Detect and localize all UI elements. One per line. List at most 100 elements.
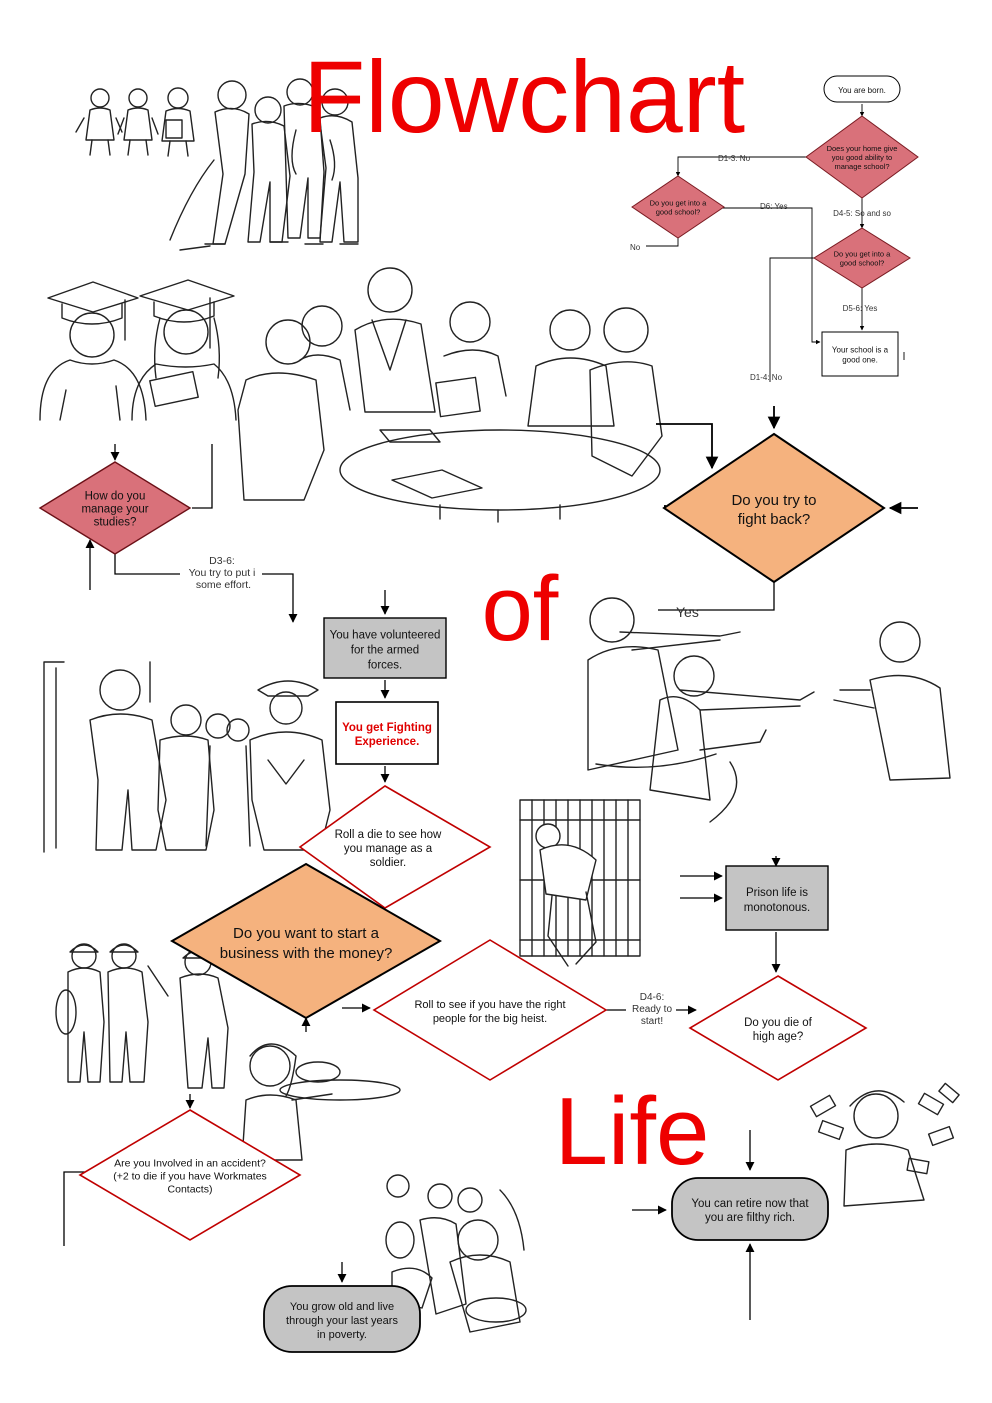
- label-line: D3-6:: [209, 555, 235, 567]
- node-die-high-age: Do you die of high age?: [688, 975, 868, 1081]
- edge-label-d36: D3-6:You try to put i some effort.: [189, 555, 256, 591]
- label-line: business with the money?: [220, 945, 393, 962]
- label-line: studies?: [94, 517, 137, 529]
- edge-label-no: No: [630, 243, 641, 252]
- label-line: You grow old and live: [290, 1301, 394, 1313]
- node-roll-soldier-label: Roll a die to see how you manage as a sold…: [335, 829, 442, 869]
- node-poverty: You grow old and live through your last y…: [263, 1285, 421, 1353]
- node-accident-label: Are you Involved in an accident?(+2 to d…: [113, 1158, 267, 1196]
- label-line: good school?: [840, 259, 885, 268]
- soldiers-sketch: [43, 661, 331, 853]
- label-line: some effort.: [193, 579, 251, 591]
- edge-label-d45: D4-5: So and so: [833, 209, 891, 218]
- node-volunteered-label: You have volunteered for the armed forces.: [330, 629, 441, 671]
- label-line: fight back?: [738, 511, 811, 528]
- label-line: You can retire now that: [691, 1198, 809, 1210]
- label-line: through your last years: [286, 1315, 398, 1327]
- label-line: Roll a die to see how: [335, 829, 442, 841]
- label-line: Your school is a: [832, 346, 889, 355]
- label-line: (+2 to die if you have Workmates: [113, 1171, 267, 1183]
- label-line: you good ability to: [832, 153, 892, 162]
- node-prison-label: Prison life is monotonous.: [744, 887, 811, 914]
- label-line: Do you get into a: [834, 250, 892, 259]
- label-line: good school?: [656, 208, 701, 217]
- label-line: people for the big heist.: [433, 1013, 547, 1025]
- prisoner-sketch: [519, 799, 641, 967]
- node-retire-label: You can retire now that you are filthy ri…: [691, 1198, 809, 1224]
- edge-label-d56-yes: D5-6: Yes: [843, 304, 878, 313]
- label-line: Are you Involved in an accident?: [114, 1158, 266, 1170]
- label-line: Contacts): [168, 1184, 213, 1196]
- label-line: start!: [641, 1016, 663, 1027]
- label-line: soldier.: [370, 857, 406, 869]
- node-volunteered: You have volunteered for the armed forces.: [323, 617, 447, 679]
- connectors: [63, 104, 918, 1320]
- label-line: Ready to: [632, 1004, 672, 1015]
- graduates-sketch: [39, 279, 237, 421]
- node-start-business: Do you want to start a business with the …: [169, 862, 443, 1020]
- label-line: You have volunteered: [330, 629, 441, 641]
- node-die-high-age-label: Do you die of high age?: [744, 1017, 813, 1043]
- waitress-sketch: [241, 1043, 401, 1161]
- workers-sketch: [55, 943, 229, 1089]
- label-line: you manage as a: [344, 843, 433, 855]
- label-line: manage school?: [834, 162, 889, 171]
- label-line: Do you die of: [744, 1017, 813, 1029]
- label-line: Roll to see if you have the right: [414, 999, 565, 1011]
- edge-label-yes: Yes: [676, 604, 699, 620]
- title-life: Life: [555, 1078, 710, 1185]
- node-retire: You can retire now that you are filthy ri…: [671, 1177, 829, 1241]
- rich-woman-money-sketch: [809, 1082, 960, 1207]
- node-start-business-label: Do you want to start a business with the …: [220, 925, 393, 962]
- node-born-label: You are born.: [838, 86, 886, 95]
- label-line: How do you: [85, 491, 146, 503]
- label-line: manage your: [81, 504, 148, 516]
- label-line: Experience.: [355, 736, 420, 748]
- label-line: high age?: [753, 1031, 804, 1043]
- node-roll-heist-label: Roll to see if you have the right people …: [414, 999, 565, 1025]
- office-meeting-sketch: [237, 267, 663, 523]
- label-line: in poverty.: [317, 1329, 367, 1341]
- node-accident: Are you Involved in an accident?(+2 to d…: [78, 1109, 302, 1241]
- node-prison: Prison life is monotonous.: [725, 865, 829, 931]
- edge-labels: D1-3: No D6: Yes No D4-5: So and so D5-6…: [189, 154, 892, 1027]
- title-of: of: [482, 558, 559, 660]
- label-line: monotonous.: [744, 902, 811, 914]
- node-poverty-label: You grow old and live through your last y…: [286, 1301, 398, 1341]
- label-line: Do you want to start a: [233, 925, 380, 942]
- label-line: Do you get into a: [650, 199, 708, 208]
- edge-label-d14-no: D1-4: No: [750, 373, 783, 382]
- label-line: forces.: [368, 659, 403, 671]
- label-line: for the armed: [351, 644, 419, 656]
- label-line: You try to put i: [189, 567, 256, 579]
- node-roll-heist: Roll to see if you have the right people …: [372, 939, 608, 1081]
- title-flowchart: Flowchart: [303, 40, 745, 154]
- label-line: good one.: [842, 356, 878, 365]
- edge-label-d6-yes: D6: Yes: [760, 202, 788, 211]
- node-born: You are born.: [823, 75, 901, 103]
- label-line: you are filthy rich.: [705, 1212, 795, 1224]
- label-line: You get Fighting: [342, 722, 432, 734]
- label-line: Prison life is: [746, 887, 808, 899]
- students-group-sketch: [75, 78, 359, 251]
- edge-label-d13-no: D1-3: No: [718, 154, 751, 163]
- poor-crowd-sketch: [385, 1174, 527, 1333]
- shooting-sketch: [587, 597, 951, 823]
- label-line: D4-6:: [640, 992, 664, 1003]
